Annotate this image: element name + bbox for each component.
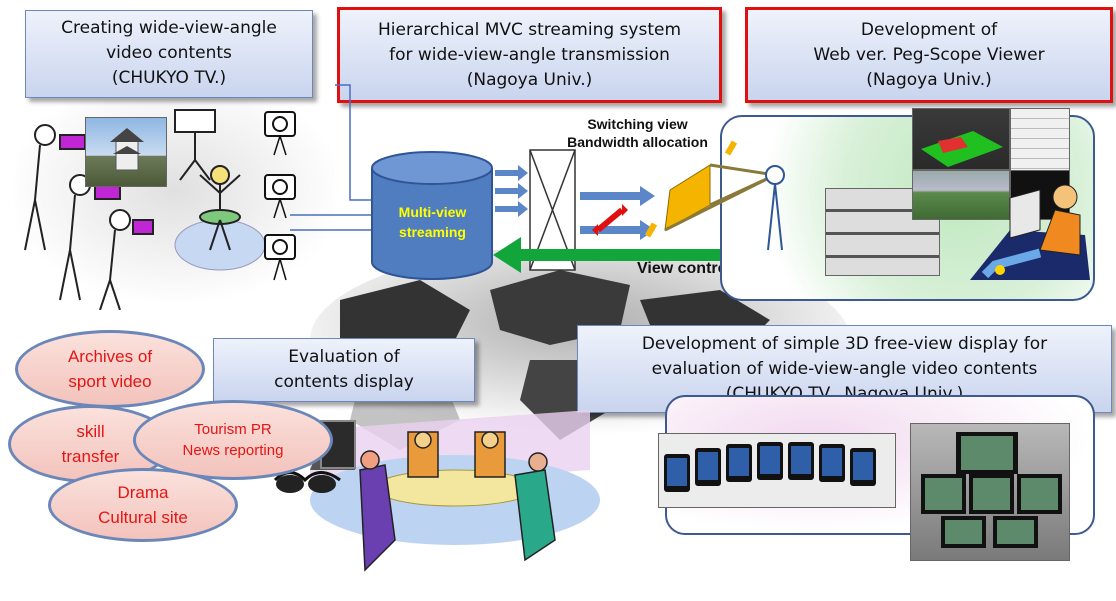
bubble-line: sport video bbox=[68, 372, 152, 391]
box-hierarchical-mvc: Hierarchical MVC streaming system for wi… bbox=[337, 7, 722, 103]
switching-label: Switching view Bandwidth allocation bbox=[555, 115, 720, 151]
bubble-archives: Archives of sport video bbox=[15, 330, 205, 408]
box-line: (Nagoya Univ.) bbox=[466, 70, 593, 90]
person-laptop-illustration bbox=[970, 184, 1090, 280]
castle-photo bbox=[85, 117, 167, 187]
green-field-icon bbox=[921, 131, 1003, 167]
skater-illustration bbox=[174, 109, 266, 271]
tablet-screens-icon bbox=[664, 442, 876, 492]
connector-lines bbox=[290, 84, 375, 231]
soccer-field-photo bbox=[912, 170, 1010, 220]
box-evaluation: Evaluation of contents display bbox=[213, 338, 475, 402]
bubble-line: transfer bbox=[61, 447, 120, 466]
box-web-viewer: Development of Web ver. Peg-Scope Viewer… bbox=[745, 7, 1113, 103]
cylinder-line: Multi-view bbox=[398, 204, 467, 220]
bubble-drama: Drama Cultural site bbox=[48, 468, 238, 542]
cylinder-label: Multi-view streaming bbox=[380, 202, 485, 242]
bubble-line: Archives of bbox=[67, 347, 153, 366]
camera-icons bbox=[264, 111, 296, 281]
box-line: Development of simple 3D free-view displ… bbox=[641, 334, 1048, 354]
box-line: Evaluation of bbox=[288, 347, 400, 367]
box-line: Creating wide-view-angle bbox=[61, 18, 277, 38]
box-line: video contents bbox=[106, 43, 232, 63]
multi-display-rig-photo bbox=[910, 423, 1070, 561]
box-line: Development of bbox=[860, 20, 998, 40]
viewer-3d-screenshot bbox=[912, 108, 1010, 170]
box-line: for wide-view-angle transmission bbox=[389, 45, 670, 65]
box-creating-contents: Creating wide-view-angle video contents … bbox=[25, 10, 313, 98]
box-line: Web ver. Peg-Scope Viewer bbox=[813, 45, 1045, 65]
bubble-line: skill bbox=[76, 422, 105, 441]
box-3d-display: Development of simple 3D free-view displ… bbox=[577, 325, 1112, 413]
bubble-line: Cultural site bbox=[98, 508, 188, 527]
bubble-line: Drama bbox=[117, 483, 169, 502]
bubble-line: Tourism PR bbox=[194, 421, 272, 438]
box-line: evaluation of wide-view-angle video cont… bbox=[651, 359, 1038, 379]
meeting-illustration bbox=[310, 410, 600, 572]
tablet-arc-photo bbox=[658, 433, 896, 508]
castle-icon bbox=[110, 128, 144, 171]
view-frustum bbox=[644, 140, 785, 251]
view-control-arrow bbox=[493, 237, 768, 273]
bubble-line: News reporting bbox=[182, 442, 284, 459]
box-line: (CHUKYO TV.) bbox=[111, 68, 227, 88]
box-line: Hierarchical MVC streaming system bbox=[377, 20, 682, 40]
cylinder-line: streaming bbox=[399, 224, 466, 240]
bubble-tourism: Tourism PR News reporting bbox=[133, 400, 333, 480]
monitor-cluster-icon bbox=[921, 432, 1062, 548]
switching-line: Switching view bbox=[587, 116, 688, 132]
box-line: (Nagoya Univ.) bbox=[866, 70, 992, 90]
box-line: contents display bbox=[274, 372, 414, 392]
multi-view-cylinder bbox=[371, 151, 493, 280]
switching-line: Bandwidth allocation bbox=[567, 134, 708, 150]
